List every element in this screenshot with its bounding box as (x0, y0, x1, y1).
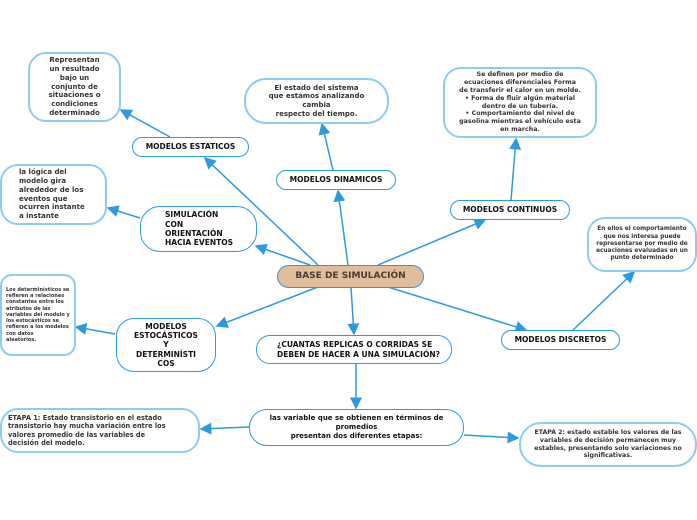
note-text: En ellos el comportamiento que nos inter… (596, 226, 688, 262)
edge-estocasticos-note (74, 322, 116, 335)
topic-cuantas-replicas[interactable]: ¿CUANTAS REPLICAS O CORRIDAS SE DEBEN DE… (256, 335, 452, 364)
note-etapa-1[interactable]: ETAPA 1: Estado transistorio en el estad… (0, 408, 200, 453)
note-etapa-2[interactable]: ETAPA 2: estado estable los valores de l… (519, 422, 697, 467)
note-text: la lógica del modelo gira alrededor de l… (19, 168, 85, 220)
topic-label: ¿CUANTAS REPLICAS O CORRIDAS SE DEBEN DE… (277, 340, 440, 359)
note-text: ETAPA 1: Estado transistorio en el estad… (8, 414, 166, 447)
note-text: El estado del sistema que estamos analiz… (268, 83, 365, 118)
topic-label: SIMULACIÓN CON ORIENTACIÓN HACIA EVENTOS (165, 210, 234, 248)
topic-label: MODELOS DINAMICOS (289, 175, 383, 185)
note-estocasticos[interactable]: Los determinísticos se refieren a relaci… (0, 274, 76, 356)
edge-central-estocasticos (215, 286, 319, 328)
edge-variables-etapa1 (199, 422, 250, 435)
note-continuos[interactable]: Se definen por medio de ecuaciones difer… (443, 67, 597, 138)
topic-modelos-continuos[interactable]: MODELOS CONTINUOS (450, 200, 570, 220)
edge-dinamicos-note (318, 122, 334, 171)
note-text: ETAPA 2: estado estable los valores de l… (534, 429, 682, 460)
topic-modelos-estaticos[interactable]: MODELOS ESTATICOS (132, 137, 249, 157)
edge-central-replicas (347, 286, 360, 336)
topic-modelos-estocasticos-deterministicos[interactable]: MODELOS ESTOCÁSTICOS Y DETERMINÍSTI COS (116, 318, 216, 372)
topic-modelos-dinamicos[interactable]: MODELOS DINAMICOS (276, 170, 396, 190)
note-text: Representan un resultado bajo un conjunt… (48, 56, 101, 117)
edge-variables-etapa2 (463, 431, 520, 444)
topic-label: MODELOS ESTATICOS (145, 142, 236, 152)
note-estaticos[interactable]: Representan un resultado bajo un conjunt… (28, 52, 121, 122)
edge-estaticos-note (119, 109, 171, 138)
note-text: Se definen por medio de ecuaciones difer… (459, 71, 581, 134)
edge-central-estaticos (203, 156, 319, 266)
topic-label: MODELOS CONTINUOS (462, 205, 558, 215)
edge-discretos-note (572, 270, 636, 331)
edge-central-dinamicos (333, 189, 349, 266)
central-topic-label: BASE DE SIMULACIÓN (295, 270, 406, 281)
topic-simulacion-orientacion-eventos[interactable]: SIMULACIÓN CON ORIENTACIÓN HACIA EVENTOS (140, 206, 257, 252)
topic-label: MODELOS ESTOCÁSTICOS Y DETERMINÍSTI COS (134, 321, 198, 369)
note-text: Los determinísticos se refieren a relaci… (6, 286, 70, 343)
edge-central-discretos (387, 286, 528, 333)
topic-variables-promedios[interactable]: las variable que se obtienen en términos… (249, 409, 464, 446)
note-discretos[interactable]: En ellos el comportamiento que nos inter… (587, 217, 697, 272)
topic-label: MODELOS DISCRETOS (514, 335, 607, 345)
edge-orientacion-note (106, 205, 141, 219)
edge-continuos-note (509, 137, 522, 201)
topic-modelos-discretos[interactable]: MODELOS DISCRETOS (501, 330, 620, 350)
note-dinamicos[interactable]: El estado del sistema que estamos analiz… (244, 78, 389, 124)
topic-label: las variable que se obtienen en términos… (269, 414, 444, 440)
edge-central-orientacion (254, 243, 311, 266)
note-orientacion[interactable]: la lógica del modelo gira alrededor de l… (0, 164, 107, 225)
edge-central-continuos (377, 218, 487, 266)
central-topic[interactable]: BASE DE SIMULACIÓN (277, 265, 424, 288)
